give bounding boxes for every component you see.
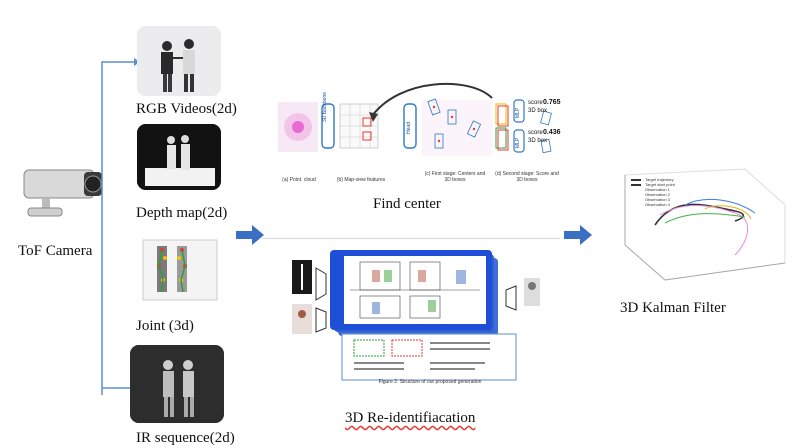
legend-item: Observation 4	[645, 202, 670, 207]
legend-item: Target start point	[645, 182, 675, 187]
legend-item: Observation 2	[645, 192, 670, 197]
joint-label: Joint (3d)	[136, 318, 194, 334]
head-label: Head	[406, 122, 412, 134]
score-label-2: score	[528, 130, 543, 136]
box-label-1: 3D box	[528, 108, 548, 114]
legend-item: Target trajectory	[645, 177, 674, 182]
depth-map-thumbnail	[137, 124, 221, 190]
caption-first-stage: (c) First stage: Centers and 3D boxes	[424, 171, 486, 183]
kalman-title: 3D Kalman Filter	[620, 300, 726, 316]
center-divider	[262, 238, 560, 239]
rgb-video-label: RGB Videos(2d)	[136, 101, 237, 117]
reid-title: 3D Re-identifiacation	[345, 410, 476, 426]
box-label-2: 3D box	[528, 138, 548, 144]
score-label-1: score	[528, 100, 543, 106]
input-connector	[101, 58, 140, 395]
ir-sequence-thumbnail	[130, 345, 224, 423]
caption-second-stage: (d) Second stage: Score and 3D boxes	[495, 171, 559, 183]
reid-figure: Figure 2: Structure of our proposed gene…	[280, 250, 550, 390]
arrow-right-icon	[236, 225, 266, 250]
legend-item: Observation 1	[645, 187, 670, 192]
rgb-video-thumbnail	[137, 26, 221, 96]
tof-camera-icon	[14, 160, 114, 230]
caption-map-view: (b) Map-view features	[336, 177, 386, 183]
kalman-plot: Target trajectory Target start point Obs…	[595, 165, 795, 290]
camera-label: ToF Camera	[18, 243, 93, 259]
mlp-label-1: MLP	[515, 107, 521, 118]
legend-item: Observation 3	[645, 197, 670, 202]
caption-point-cloud: (a) Point. cloud	[282, 177, 316, 183]
backbone-label: 3D Backbone	[322, 91, 328, 122]
kalman-legend: Target trajectory Target start point Obs…	[645, 177, 675, 207]
score-value-2: 0.436	[543, 129, 561, 136]
depth-map-label: Depth map(2d)	[136, 205, 228, 221]
score-value-1: 0.765	[543, 99, 561, 106]
arrow-right-icon	[564, 225, 594, 250]
find-center-title: Find center	[373, 196, 441, 212]
mlp-label-2: MLP	[515, 137, 521, 148]
reid-figure-caption: Figure 2: Structure of our proposed gene…	[378, 379, 482, 385]
ir-sequence-label: IR sequence(2d)	[136, 430, 235, 446]
joint-thumbnail	[137, 236, 223, 306]
find-center-figure: 3D Backbone Head MLP MLP score 0.765 3D …	[270, 82, 561, 194]
